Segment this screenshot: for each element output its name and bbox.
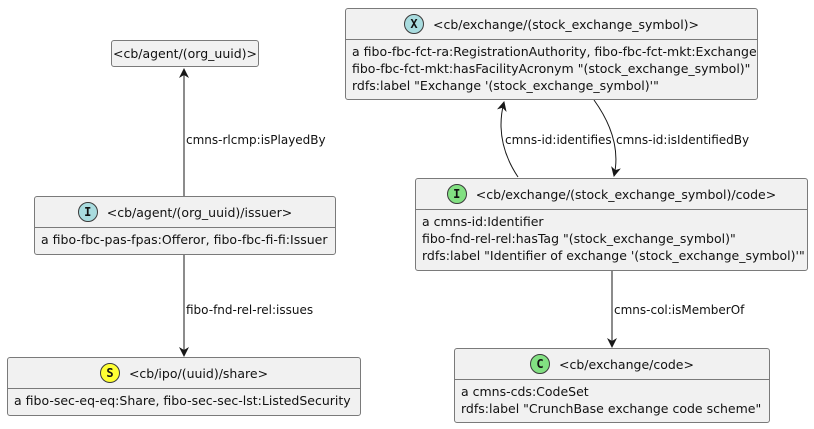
node-code-title: <cb/exchange/(stock_exchange_symbol)/cod… [475, 186, 777, 202]
node-code: I <cb/exchange/(stock_exchange_symbol)/c… [415, 178, 808, 271]
node-code-line: rdfs:label "Identifier of exchange '(sto… [422, 248, 805, 263]
node-code-line: a cmns-id:Identifier [422, 214, 544, 229]
edge-label-identifies: cmns-id:identifies [505, 133, 612, 147]
edge-label-identified-by: cmns-id:isIdentifiedBy [616, 133, 750, 147]
node-code-line: fibo-fnd-rel-rel:hasTag "(stock_exchange… [422, 231, 736, 246]
exchange-badge-icon: X [403, 14, 424, 34]
node-exchange-title: <cb/exchange/(stock_exchange_symbol)> [432, 16, 700, 32]
node-share-title: <cb/ipo/(uuid)/share> [128, 365, 269, 381]
node-org-title: <cb/agent/(org_uuid)> [112, 46, 258, 61]
identifier-badge-icon: I [77, 202, 98, 222]
edge-identified-by [593, 99, 621, 177]
node-codeset: C <cb/exchange/code> a cmns-cds:CodeSet … [454, 348, 770, 423]
edge-label-member-of: cmns-col:isMemberOf [614, 303, 745, 317]
node-issuer-title: <cb/agent/(org_uuid)/issuer> [106, 204, 293, 220]
edge-identifies [496, 101, 519, 178]
node-exchange-line: rdfs:label "Exchange '(stock_exchange_sy… [352, 78, 659, 93]
node-issuer-line: a fibo-fbc-pas-fpas:Offeror, fibo-fbc-fi… [41, 232, 328, 247]
share-badge-icon: S [99, 363, 120, 383]
codeset-badge-icon: C [530, 354, 550, 374]
node-exchange: X <cb/exchange/(stock_exchange_symbol)> … [345, 8, 758, 100]
node-share-line: a fibo-sec-eq-eq:Share, fibo-sec-sec-lst… [14, 393, 351, 408]
node-exchange-line: a fibo-fbc-fct-ra:RegistrationAuthority,… [352, 44, 757, 59]
node-exchange-line: fibo-fbc-fct-mkt:hasFacilityAcronym "(st… [352, 61, 751, 76]
edge-label-played-by: cmns-rlcmp:isPlayedBy [186, 133, 326, 147]
node-share: S <cb/ipo/(uuid)/share> a fibo-sec-eq-eq… [7, 357, 361, 416]
node-codeset-line: rdfs:label "CrunchBase exchange code sch… [461, 401, 762, 416]
node-issuer: I <cb/agent/(org_uuid)/issuer> a fibo-fb… [34, 196, 336, 255]
node-codeset-title: <cb/exchange/code> [559, 356, 694, 372]
edge-label-issues: fibo-fnd-rel-rel:issues [186, 303, 314, 317]
node-org: <cb/agent/(org_uuid)> [111, 40, 259, 67]
code-badge-icon: I [446, 184, 467, 204]
node-codeset-line: a cmns-cds:CodeSet [461, 384, 589, 399]
